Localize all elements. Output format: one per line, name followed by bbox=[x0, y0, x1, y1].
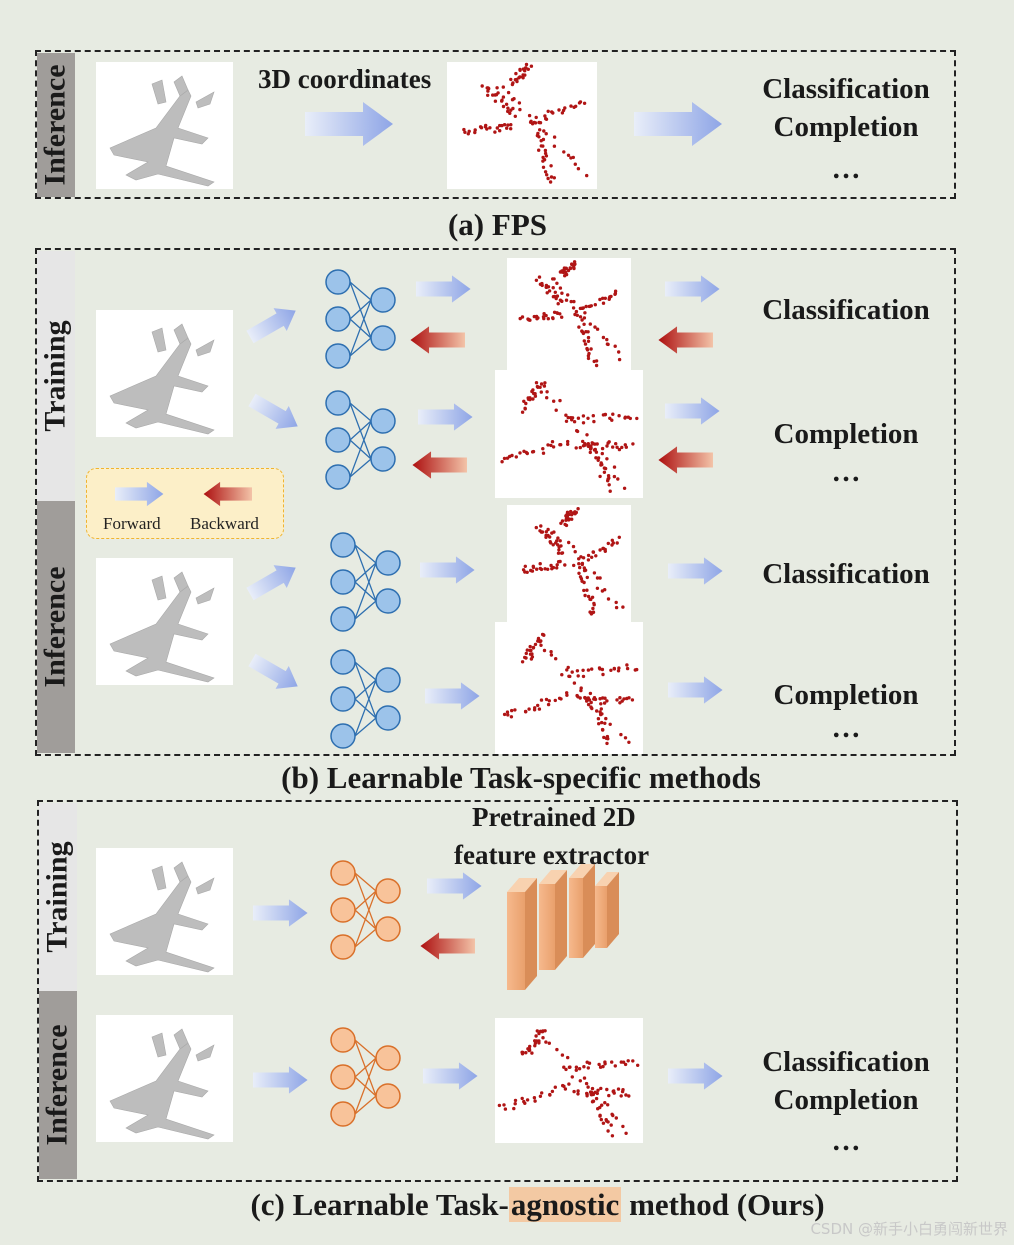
neural-network-icon bbox=[330, 860, 401, 960]
backward-arrow-icon bbox=[203, 481, 252, 507]
neural-network-icon bbox=[330, 649, 401, 749]
task-label-classification: Classification bbox=[762, 558, 930, 590]
task-label-classification: Classification bbox=[762, 294, 930, 326]
task-label-ellipsis: … bbox=[831, 153, 861, 185]
airplane-red-sampled-points-icon bbox=[507, 258, 631, 370]
caption-c-prefix: (c) Learnable Task- bbox=[250, 1187, 509, 1222]
sidebar-a-inference: Inference bbox=[37, 53, 75, 197]
task-label-classification: Classification bbox=[762, 73, 930, 105]
extractor-label-line1: Pretrained 2D bbox=[472, 802, 636, 832]
neural-network-icon bbox=[325, 269, 396, 369]
task-label-classification: Classification bbox=[762, 1046, 930, 1078]
airplane-red-sampled-points-icon bbox=[495, 1018, 643, 1143]
neural-network-icon bbox=[325, 390, 396, 490]
legend-arrows bbox=[115, 481, 252, 507]
airplane-red-sampled-points-icon bbox=[507, 505, 631, 623]
legend-forward-label: Forward bbox=[103, 514, 161, 533]
watermark: CSDN @新手小白勇闯新世界 bbox=[810, 1220, 1008, 1238]
airplane-red-sampled-points-icon bbox=[447, 62, 597, 189]
cnn-feature-extractor-icon bbox=[507, 864, 619, 990]
section-c-frame bbox=[37, 800, 958, 1182]
forward-arrow-icon bbox=[115, 481, 164, 507]
airplane-red-sampled-points-icon bbox=[495, 622, 643, 754]
caption-c-highlight: agnostic bbox=[508, 1187, 622, 1222]
section-a-frame bbox=[35, 50, 956, 199]
legend-box: Forward Backward bbox=[86, 468, 284, 539]
task-label-completion: Completion bbox=[773, 1084, 919, 1116]
sidebar-label: Training bbox=[41, 841, 75, 953]
sidebar-b-inference: Inference bbox=[37, 501, 75, 753]
legend-backward-label: Backward bbox=[190, 514, 259, 533]
task-label-ellipsis: … bbox=[831, 1125, 861, 1157]
sidebar-b-training: Training bbox=[37, 251, 75, 501]
caption-a: (a) FPS bbox=[447, 207, 547, 242]
neural-network-icon bbox=[330, 532, 401, 632]
extractor-label-line2: feature extractor bbox=[454, 840, 650, 870]
caption-c-suffix: method (Ours) bbox=[621, 1187, 825, 1222]
arrow-label-3d-coordinates: 3D coordinates bbox=[258, 64, 432, 94]
task-label-ellipsis: … bbox=[831, 456, 861, 488]
sidebar-label: Inference bbox=[41, 1024, 75, 1146]
sidebar-label: Training bbox=[39, 320, 73, 432]
sidebar-c-inference: Inference bbox=[39, 991, 77, 1179]
section-b-frame bbox=[35, 248, 956, 756]
sidebar-label: Inference bbox=[39, 566, 73, 688]
task-label-ellipsis: … bbox=[831, 712, 861, 744]
caption-c: (c) Learnable Task-agnostic method (Ours… bbox=[0, 1187, 1014, 1222]
sidebar-c-training: Training bbox=[39, 803, 77, 991]
airplane-red-sampled-points-icon bbox=[495, 370, 643, 498]
task-label-completion: Completion bbox=[773, 679, 919, 711]
task-label-completion: Completion bbox=[773, 111, 919, 143]
task-label-completion: Completion bbox=[773, 418, 919, 450]
caption-b: (b) Learnable Task-specific methods bbox=[281, 760, 761, 795]
neural-network-icon bbox=[330, 1027, 401, 1127]
sidebar-label: Inference bbox=[39, 64, 73, 186]
